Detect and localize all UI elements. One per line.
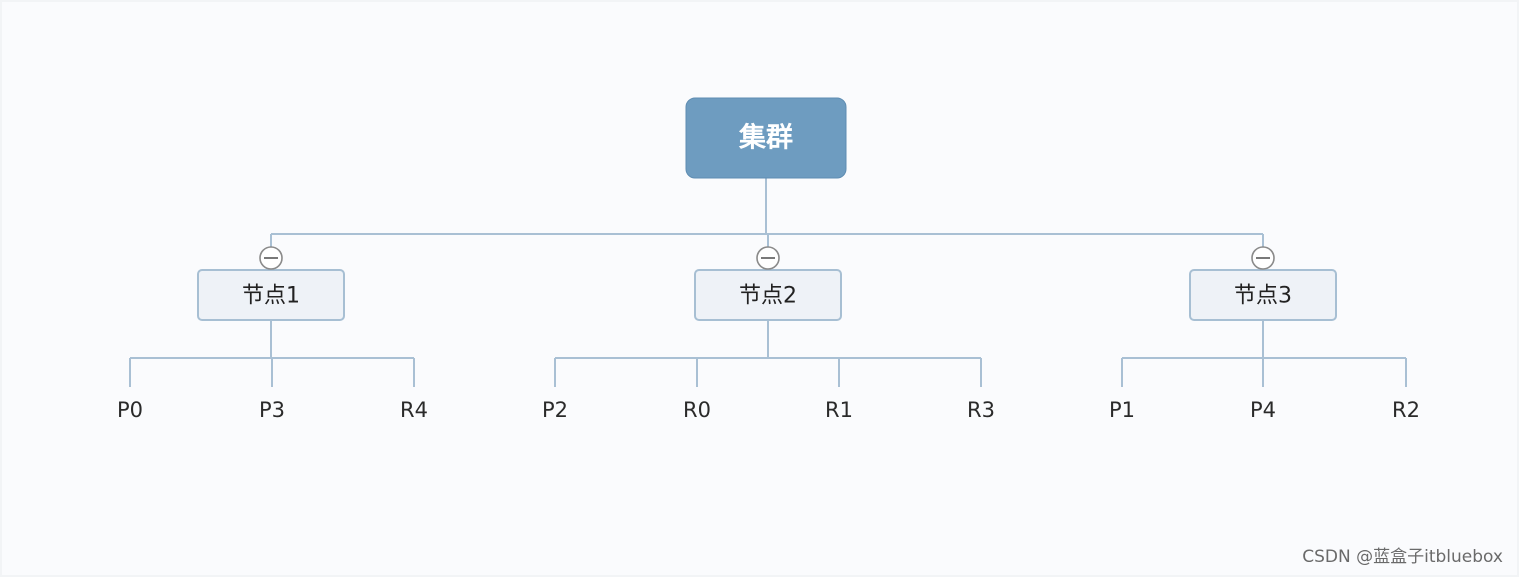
root-node[interactable]: 集群 — [685, 97, 847, 179]
node-2[interactable]: 节点2 — [694, 269, 842, 321]
watermark: CSDN @蓝盒子itbluebox — [1302, 547, 1503, 567]
node-label: 节点1 — [242, 284, 300, 309]
leaf-item-p2[interactable]: P2 — [542, 398, 568, 422]
root-node-label: 集群 — [738, 122, 793, 154]
node-box[interactable] — [694, 269, 842, 321]
node-3[interactable]: 节点3 — [1189, 269, 1337, 321]
connector-lines — [129, 178, 1407, 387]
leaf-item-p4[interactable]: P4 — [1250, 398, 1276, 422]
collapse-icon[interactable] — [259, 246, 283, 270]
leaf-item-r2[interactable]: R2 — [1392, 398, 1420, 422]
collapse-icon[interactable] — [756, 246, 780, 270]
child-nodes: 节点1 节点2 节点3 — [197, 246, 1337, 321]
leaf-item-p0[interactable]: P0 — [117, 398, 143, 422]
leaf-item-r0[interactable]: R0 — [683, 398, 711, 422]
leaf-item-p3[interactable]: P3 — [259, 398, 285, 422]
leaf-item-r4[interactable]: R4 — [400, 398, 428, 422]
node-label: 节点3 — [1234, 284, 1292, 309]
node-box[interactable] — [197, 269, 345, 321]
leaf-item-p1[interactable]: P1 — [1109, 398, 1135, 422]
node-label: 节点2 — [739, 284, 797, 309]
node-1[interactable]: 节点1 — [197, 269, 345, 321]
root-node-box[interactable] — [685, 97, 847, 179]
leaf-item-r1[interactable]: R1 — [825, 398, 853, 422]
leaf-item-r3[interactable]: R3 — [967, 398, 995, 422]
leaf-items: P0 P3 R4 P2 R0 R1 R3 P1 P4 R2 — [117, 398, 1420, 422]
collapse-icon[interactable] — [1251, 246, 1275, 270]
node-box[interactable] — [1189, 269, 1337, 321]
